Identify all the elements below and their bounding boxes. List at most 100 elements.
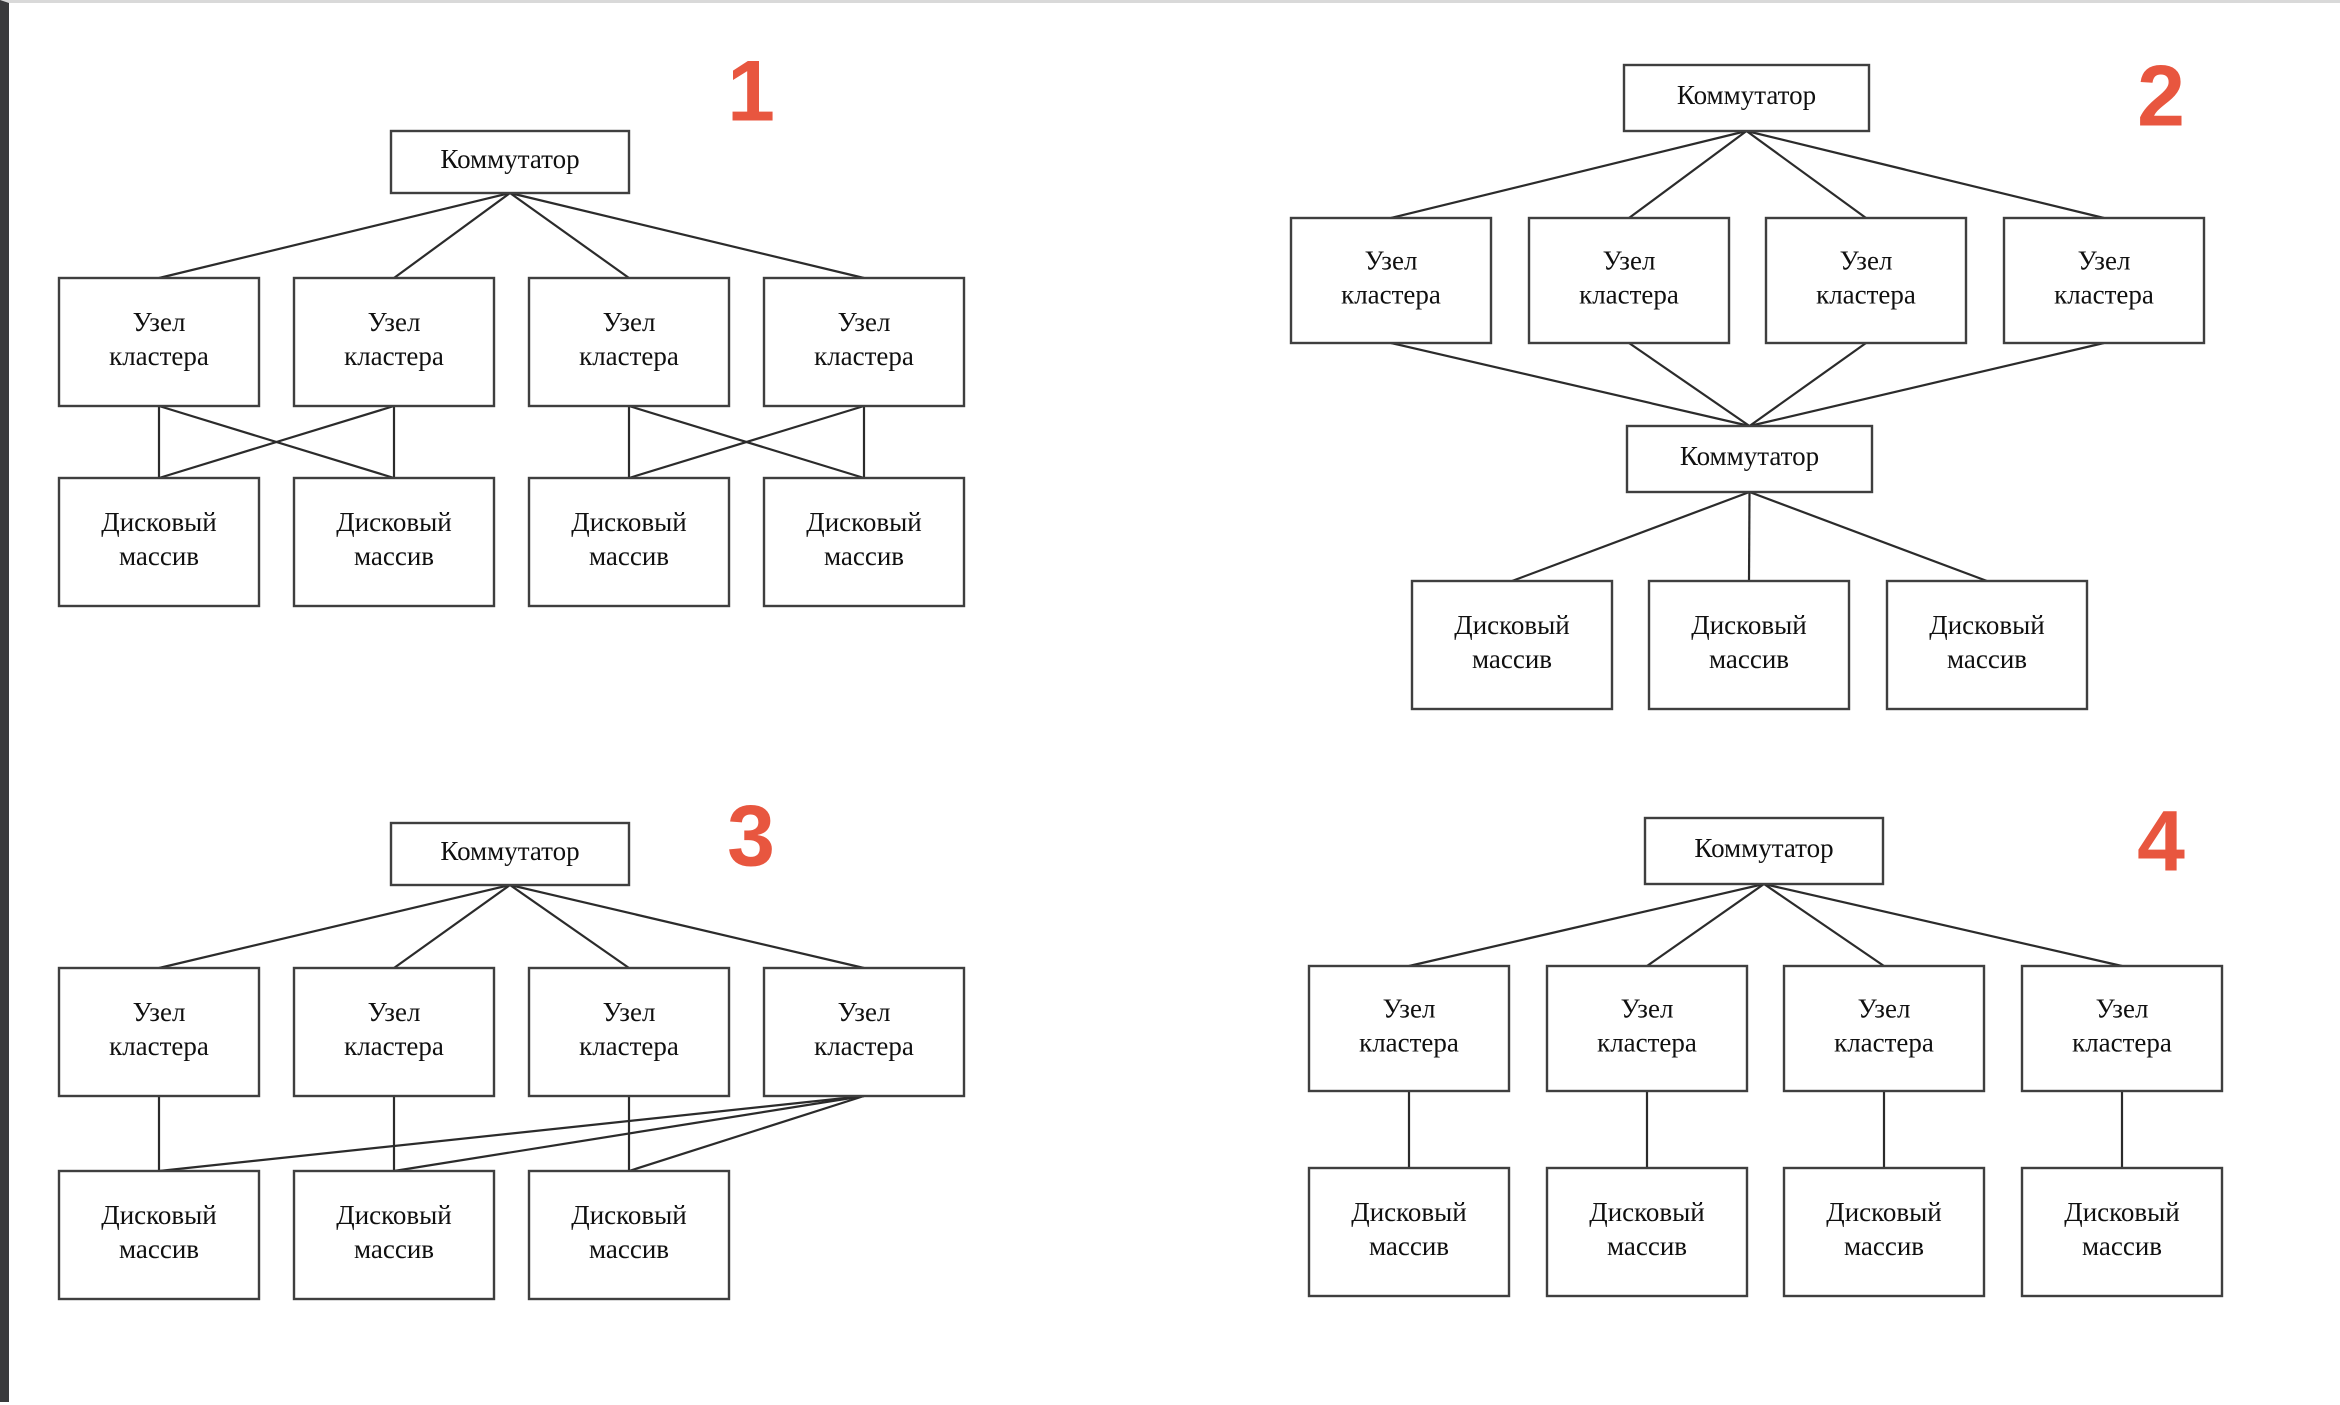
node-label-line-1: Узел xyxy=(838,997,891,1027)
node-label-line-1: Узел xyxy=(1840,246,1893,276)
node-label-line-2: кластера xyxy=(1359,1028,1459,1058)
node-label-line-2: кластера xyxy=(579,341,679,371)
node-label-line-1: Узел xyxy=(368,997,421,1027)
node-label-line-2: массив xyxy=(119,541,199,571)
node-label-line-1: Узел xyxy=(1365,246,1418,276)
connector-sw1-to-cn1 xyxy=(1390,129,1747,220)
node-label-line-2: массив xyxy=(354,541,434,571)
node-box xyxy=(292,276,496,408)
node-label-line-1: Дисковый xyxy=(336,507,451,537)
node-switch-sw1[interactable]: Коммутатор xyxy=(1622,63,1871,133)
node-box xyxy=(1289,216,1493,345)
diagram-canvas: КоммутаторУзелкластераУзелкластераУзелкл… xyxy=(57,44,2224,1301)
connector-sw1-to-cn2 xyxy=(1646,883,1765,967)
node-box xyxy=(1625,424,1874,494)
connector-sw2-to-da2 xyxy=(1747,491,1751,582)
node-box xyxy=(1647,579,1851,711)
node-box xyxy=(57,966,261,1098)
connector-sw1-to-cn2 xyxy=(393,192,511,279)
node-disk-array-da1[interactable]: Дисковый массив xyxy=(57,1169,261,1301)
node-cluster-cn1[interactable]: Узел кластера xyxy=(1289,216,1493,345)
node-box xyxy=(57,276,261,408)
node-label-line-2: кластера xyxy=(109,341,209,371)
node-box xyxy=(2002,216,2206,345)
connector-sw1-to-cn3 xyxy=(1745,130,1867,219)
connector-sw1-to-cn4 xyxy=(1763,882,2123,968)
node-disk-array-da2[interactable]: Дисковый массив xyxy=(292,476,496,608)
node-label-line-1: Коммутатор xyxy=(1680,441,1819,471)
node-box xyxy=(389,129,631,195)
node-label-line-2: кластера xyxy=(814,341,914,371)
node-label-line-1: Узел xyxy=(2078,246,2131,276)
node-box xyxy=(2020,1166,2224,1298)
node-label-line-2: массив xyxy=(119,1234,199,1264)
node-label-line-2: кластера xyxy=(1597,1028,1697,1058)
panel-2: КоммутаторУзелкластераУзелкластераУзелкл… xyxy=(1289,49,2206,711)
node-label-line-1: Узел xyxy=(1603,246,1656,276)
node-label-line-1: Дисковый xyxy=(2064,1197,2179,1227)
connector-sw1-to-cn2 xyxy=(393,884,511,969)
node-switch-sw1[interactable]: Коммутатор xyxy=(389,821,631,887)
node-label-line-2: кластера xyxy=(1834,1028,1934,1058)
node-label-line-1: Дисковый xyxy=(101,1200,216,1230)
connector-cn4-to-sw2 xyxy=(1749,341,2105,428)
panel-1-links xyxy=(157,191,866,480)
connector-cn2-to-sw2 xyxy=(1628,342,1751,427)
panel-3: КоммутаторУзелкластераУзелкластераУзелкл… xyxy=(57,789,966,1301)
node-box xyxy=(527,276,731,408)
node-label-line-2: массив xyxy=(1607,1231,1687,1261)
node-box xyxy=(762,966,966,1098)
node-switch-sw1[interactable]: Коммутатор xyxy=(389,129,631,195)
node-disk-array-da4[interactable]: Дисковый массив xyxy=(2020,1166,2224,1298)
node-label-line-1: Коммутатор xyxy=(440,836,579,866)
connector-sw1-to-cn2 xyxy=(1628,130,1748,219)
node-box xyxy=(1885,579,2089,711)
node-label-line-2: массив xyxy=(824,541,904,571)
node-label-line-2: массив xyxy=(1369,1231,1449,1261)
panel-number-2: 2 xyxy=(2137,49,2185,145)
connector-sw1-to-cn3 xyxy=(509,192,630,279)
connector-sw2-to-da1 xyxy=(1511,490,1750,583)
node-label-line-2: массив xyxy=(2082,1231,2162,1261)
connector-sw1-to-cn3 xyxy=(509,884,630,969)
node-box xyxy=(527,966,731,1098)
node-box xyxy=(292,476,496,608)
node-label-line-1: Дисковый xyxy=(571,507,686,537)
node-label-line-2: кластера xyxy=(109,1031,209,1061)
connector-cn4-to-da3 xyxy=(628,404,865,480)
node-box xyxy=(1764,216,1968,345)
node-switch-sw1[interactable]: Коммутатор xyxy=(1643,816,1885,886)
node-box xyxy=(389,821,631,887)
node-label-line-2: массив xyxy=(1844,1231,1924,1261)
node-label-line-2: кластера xyxy=(1579,280,1679,310)
node-label-line-2: кластера xyxy=(1341,280,1441,310)
node-switch-sw2[interactable]: Коммутатор xyxy=(1625,424,1874,494)
node-cluster-cn2[interactable]: Узел кластера xyxy=(1527,216,1731,345)
node-box xyxy=(1410,579,1614,711)
